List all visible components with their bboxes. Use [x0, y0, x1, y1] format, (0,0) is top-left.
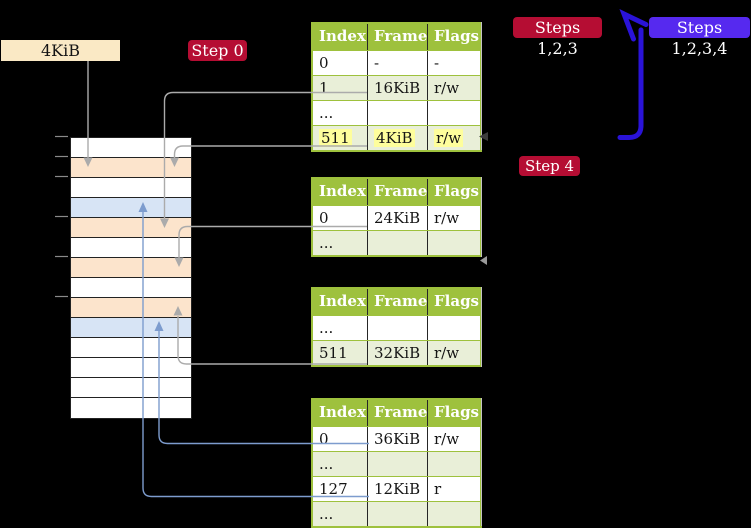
column-header: Flags — [427, 289, 480, 315]
table-cell: - — [427, 51, 480, 75]
steps-loop-arrow — [617, 27, 644, 140]
table-cell: 4KiB — [367, 126, 427, 150]
column-header: Frame — [367, 289, 427, 315]
table-cell: 1 — [319, 79, 329, 97]
step4-badge: Step 4 — [519, 156, 580, 176]
table-cell: - — [367, 51, 427, 75]
column-header: Index — [319, 182, 366, 200]
column-header: Index — [319, 292, 366, 310]
table-cell: 0 — [319, 209, 329, 227]
step0-label: Step 0 — [191, 41, 244, 60]
table-cell — [367, 231, 427, 255]
column-header: Index — [319, 403, 366, 421]
table-cell — [367, 101, 427, 125]
steps123-label: Steps 1,2,3 — [534, 18, 581, 58]
step4-label: Step 4 — [524, 157, 575, 175]
table-cell: ... — [319, 505, 334, 523]
table-cell: r/w — [427, 76, 480, 100]
memory-row-blue — [71, 198, 191, 218]
memory-row-white — [71, 178, 191, 198]
table-cell: 32KiB — [367, 341, 427, 365]
table-cell: 16KiB — [367, 76, 427, 100]
table-cell: 36KiB — [367, 427, 427, 451]
memory-row-peach — [71, 298, 191, 318]
table-cell: 0 — [319, 430, 329, 448]
table-cell: ... — [319, 455, 334, 473]
memory-row-blue — [71, 318, 191, 338]
memory-row-white — [71, 238, 191, 258]
table-row: ... — [313, 315, 480, 340]
table-cell: r/w — [427, 341, 480, 365]
memory-row-white — [71, 358, 191, 378]
memory-row-white — [71, 338, 191, 358]
table-cell: 12KiB — [367, 477, 427, 501]
memory-row-peach — [71, 218, 191, 238]
steps1234-badge: Steps 1,2,3,4 — [649, 17, 750, 58]
column-header: Flags — [427, 24, 480, 50]
page-size-label: 4KiB — [40, 41, 80, 60]
physical-memory-strip — [70, 137, 192, 419]
table-cell: r/w — [427, 126, 480, 150]
table-cell: 0 — [319, 54, 329, 72]
page-size-label-box: 4KiB — [1, 40, 120, 61]
column-header: Flags — [427, 400, 480, 426]
steps-loop-arrowhead — [619, 9, 649, 42]
memory-row-white — [71, 278, 191, 298]
column-header: Frame — [367, 400, 427, 426]
table-cell — [427, 452, 480, 476]
memory-row-white — [71, 398, 191, 418]
table-cell: ... — [319, 104, 334, 122]
steps123-badge: Steps 1,2,3 — [513, 17, 602, 58]
pointer-tip-table2-bottom — [480, 256, 487, 265]
table-cell: ... — [319, 319, 334, 337]
table-cell — [427, 101, 480, 125]
table-cell: 24KiB — [367, 206, 427, 230]
table-row: ... — [313, 451, 480, 476]
table-cell — [427, 231, 480, 255]
table-cell: 511 — [319, 129, 352, 147]
table-cell — [427, 502, 480, 526]
column-header: Index — [319, 27, 366, 45]
memory-row-white — [71, 378, 191, 398]
table-cell: 127 — [319, 480, 348, 498]
column-header: Frame — [367, 179, 427, 205]
table-cell — [367, 316, 427, 340]
table-cell — [367, 502, 427, 526]
table-row: ... — [313, 100, 480, 125]
table-row: ... — [313, 501, 480, 526]
memory-row-white — [71, 138, 191, 158]
table-cell: r/w — [427, 427, 480, 451]
table-cell: ... — [319, 234, 334, 252]
steps1234-label: Steps 1,2,3,4 — [671, 18, 728, 58]
table-cell: r — [427, 477, 480, 501]
table-cell: 511 — [319, 344, 348, 362]
table-row: ... — [313, 230, 480, 255]
table-cell: r/w — [427, 206, 480, 230]
memory-address-ticks — [55, 135, 68, 298]
memory-row-peach — [71, 258, 191, 278]
table-cell — [367, 452, 427, 476]
table-cell — [427, 316, 480, 340]
step0-badge: Step 0 — [188, 40, 247, 61]
memory-row-peach — [71, 158, 191, 178]
column-header: Frame — [367, 24, 427, 50]
column-header: Flags — [427, 179, 480, 205]
table-row: 0 -- — [313, 50, 480, 75]
